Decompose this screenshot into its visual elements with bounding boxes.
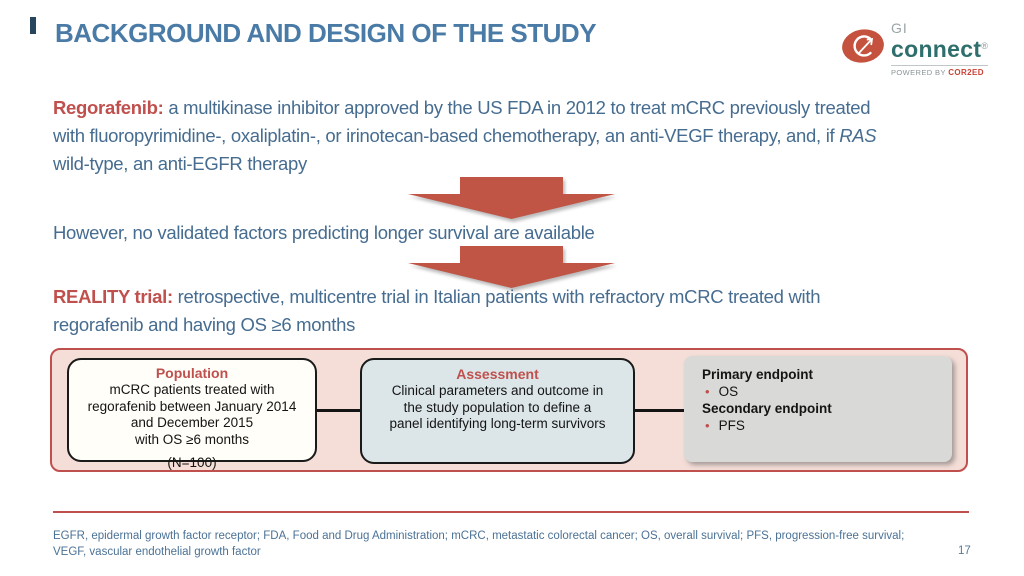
gi-connect-logo-icon	[841, 26, 887, 71]
page-number: 17	[958, 545, 971, 557]
footnote-line-1: EGFR, epidermal growth factor receptor; …	[53, 530, 905, 542]
population-text-line: regorafenib between January 2014	[87, 398, 297, 414]
registered-mark: ®	[981, 41, 989, 51]
secondary-endpoint-label: Secondary endpoint	[702, 401, 832, 416]
population-title: Population	[155, 365, 229, 381]
logo-connect-text: connect®	[891, 35, 988, 61]
cor2ed-text: COR2ED	[948, 68, 984, 77]
abbreviations-footnote: EGFR, epidermal growth factor receptor; …	[53, 528, 904, 560]
primary-endpoint-label: Primary endpoint	[702, 367, 814, 382]
regorafenib-line-2-text: with fluoropyrimidine-, oxaliplatin-, or…	[53, 125, 840, 146]
assessment-text-line: the study population to define a	[403, 399, 592, 415]
regorafenib-line-2: with fluoropyrimidine-, oxaliplatin-, or…	[53, 122, 877, 150]
page-title: BACKGROUND AND DESIGN OF THE STUDY	[55, 18, 597, 48]
however-text: However, no validated factors predicting…	[53, 222, 595, 243]
regorafenib-line-3: wild-type, an anti-EGFR therapy	[53, 153, 307, 174]
connector-line	[317, 409, 360, 412]
gi-connect-logo: GI connect® POWERED BY COR2ED	[841, 20, 989, 77]
footer-separator-line	[53, 511, 969, 513]
population-text-line: and December 2015	[130, 415, 254, 430]
primary-endpoint-item: • OS	[702, 383, 952, 400]
bullet-icon: •	[705, 384, 710, 399]
population-box: Population mCRC patients treated with re…	[67, 358, 317, 470]
population-text-line: mCRC patients treated with	[109, 382, 275, 397]
however-statement: However, no validated factors predicting…	[53, 219, 595, 247]
assessment-title: Assessment	[456, 366, 539, 382]
down-arrow-icon	[408, 177, 615, 219]
secondary-endpoint-value: PFS	[718, 418, 745, 433]
bullet-icon: •	[705, 418, 710, 433]
reality-line-1: REALITY trial: retrospective, multicentr…	[53, 283, 821, 311]
down-arrow-icon	[408, 246, 615, 288]
assessment-box: Assessment Clinical parameters and outco…	[360, 358, 635, 464]
regorafenib-paragraph: Regorafenib: a multikinase inhibitor app…	[53, 94, 877, 178]
population-sample-size: (N=100)	[167, 455, 217, 470]
title-accent-tick	[30, 17, 36, 34]
ras-italic-text: RAS	[839, 125, 877, 146]
reality-trial-paragraph: REALITY trial: retrospective, multicentr…	[53, 283, 821, 339]
reality-trial-label: REALITY trial:	[53, 286, 173, 307]
population-text-line: with OS ≥6 months	[135, 431, 249, 447]
assessment-text-line: Clinical parameters and outcome in	[391, 383, 604, 398]
study-design-panel: Population mCRC patients treated with re…	[50, 348, 968, 472]
logo-text-column: GI connect® POWERED BY COR2ED	[891, 20, 989, 77]
secondary-endpoint-item: • PFS	[702, 417, 952, 434]
assessment-text-line: panel identifying long-term survivors	[389, 416, 606, 431]
reality-line-1-text: retrospective, multicentre trial in Ital…	[172, 286, 821, 307]
endpoints-box: Primary endpoint •OS Secondary endpoint …	[684, 356, 952, 462]
regorafenib-label: Regorafenib:	[53, 97, 164, 118]
logo-divider	[891, 65, 989, 66]
regorafenib-line-1: Regorafenib: a multikinase inhibitor app…	[53, 94, 876, 122]
connector-line	[635, 409, 684, 412]
reality-line-2: regorafenib and having OS ≥6 months	[53, 314, 356, 335]
logo-connect-word: connect	[891, 36, 982, 62]
regorafenib-line-1-text: a multikinase inhibitor approved by the …	[163, 97, 871, 118]
logo-powered-by: POWERED BY COR2ED	[891, 68, 988, 77]
logo-gi-text: GI	[891, 20, 908, 36]
footnote-line-2: VEGF, vascular endothelial growth factor	[53, 546, 261, 558]
powered-by-text: POWERED BY	[891, 68, 949, 77]
primary-endpoint-value: OS	[718, 384, 739, 399]
